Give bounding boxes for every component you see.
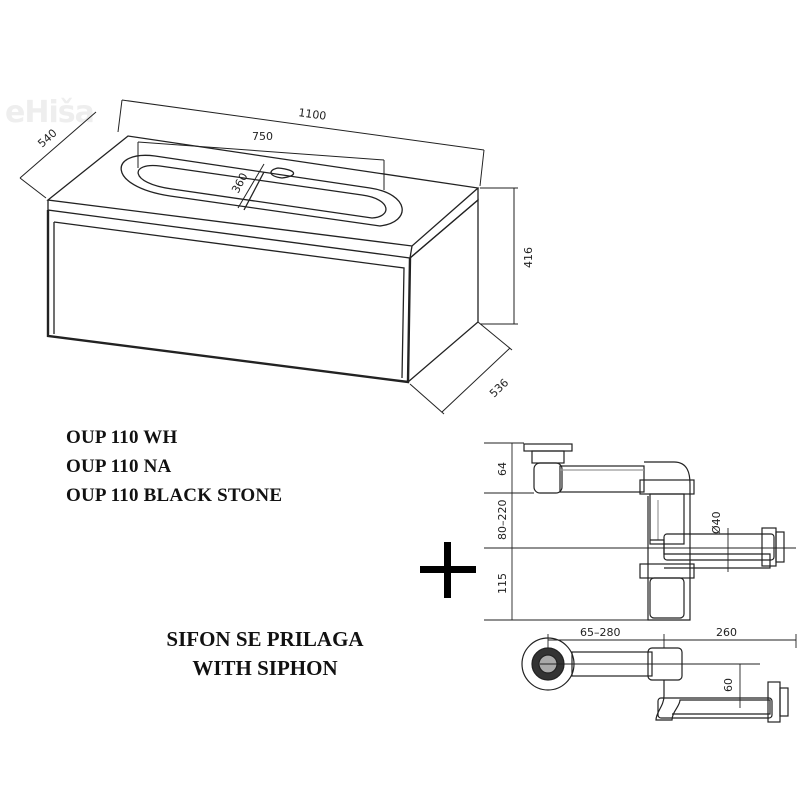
basin-inner <box>137 164 387 219</box>
plus-symbol <box>420 542 476 598</box>
model-item: OUP 110 BLACK STONE <box>66 485 283 506</box>
siphon-caption-line: SIFON SE PRILAGA <box>166 627 364 651</box>
siphon-trap <box>644 461 691 621</box>
siphon-dim-outlet-label: 260 <box>716 626 737 639</box>
siphon-dim-reach-label: 65–280 <box>580 626 621 639</box>
siphon-dim-pipe-label: Ø40 <box>710 511 723 534</box>
siphon-caption: SIFON SE PRILAGA WITH SIPHON <box>130 625 400 683</box>
siphon-caption-line: WITH SIPHON <box>192 656 338 680</box>
plus-vertical-bar <box>444 542 451 598</box>
dim-height-label: 416 <box>522 247 535 268</box>
model-list: OUP 110 WH OUP 110 NA OUP 110 BLACK STON… <box>66 423 282 510</box>
dim-width-line <box>121 99 485 151</box>
siphon-top-elbow <box>655 680 771 721</box>
model-item: OUP 110 WH <box>66 427 178 448</box>
basin-drain <box>270 167 295 179</box>
siphon-horizontal-pipe <box>559 465 645 493</box>
dim-depth-top-line <box>19 111 97 179</box>
dim-depth-bottom-line <box>441 347 511 413</box>
siphon-dim-offset-label: 60 <box>722 678 735 692</box>
countertop-front <box>47 200 413 259</box>
model-item: OUP 110 NA <box>66 456 172 477</box>
dim-width-label: 1100 <box>298 106 328 123</box>
siphon-dim-adjust-label: 80–220 <box>496 500 509 541</box>
dim-basin-width-line <box>137 141 385 161</box>
watermark-logo: eHiša <box>5 95 95 130</box>
cabinet-side <box>407 198 479 383</box>
dim-basin-width-label: 750 <box>252 130 273 143</box>
dim-basin-depth-line <box>237 163 265 209</box>
siphon-outlet-pipe <box>650 539 771 569</box>
cabinet-front <box>46 210 412 384</box>
siphon-dim-top-label: 64 <box>496 462 509 476</box>
siphon-dim-bottom-label: 115 <box>496 573 509 594</box>
basin-outer <box>120 154 403 227</box>
